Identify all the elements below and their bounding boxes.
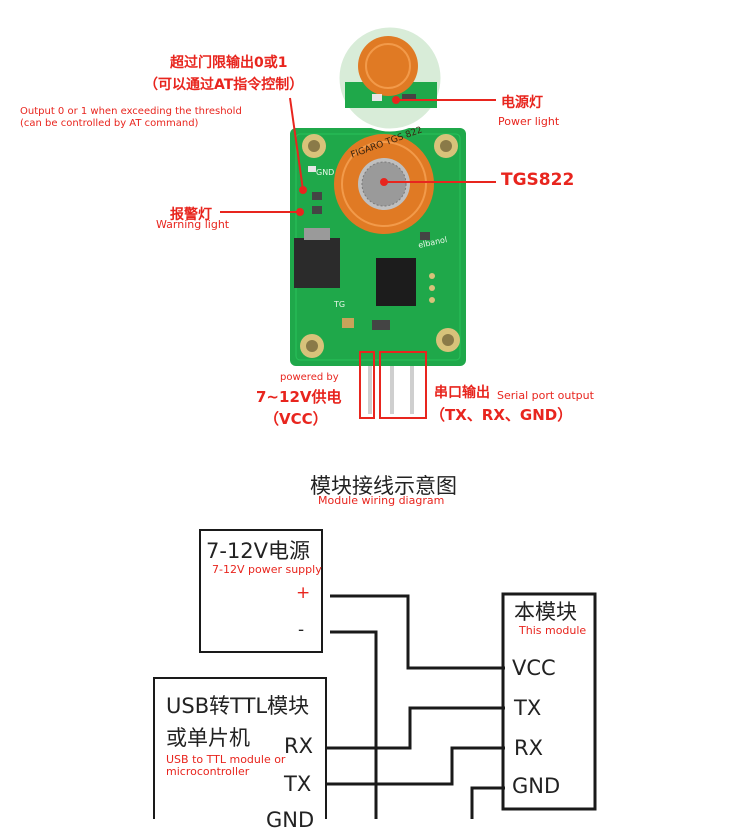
powered-by-en: powered by [280, 372, 339, 383]
diagram-title-cn: 模块接线示意图 [310, 474, 457, 498]
module-box-cn: 本模块 [514, 600, 577, 624]
wire-tx-module [326, 706, 505, 750]
diagram-title-en: Module wiring diagram [318, 494, 445, 507]
supply-cn: 7~12V供电 [256, 388, 342, 406]
usb-pin-gnd: GND [266, 808, 315, 832]
power-supply-box [199, 529, 323, 653]
board-gnd-mark: GND [316, 168, 335, 177]
power-plus: + [296, 583, 311, 603]
threshold-label-cn-sub: （可以通过AT指令控制） [144, 77, 304, 93]
power-light-en: Power light [498, 115, 560, 128]
usb-box-en-sub: microcontroller [166, 765, 250, 778]
usb-box-cn: USB转TTL模块 [166, 694, 310, 718]
threshold-label-en: Output 0 or 1 when exceeding the thresho… [20, 106, 242, 117]
threshold-label-cn: 超过门限输出0或1 [170, 55, 288, 71]
zoom-inset [336, 24, 444, 132]
supply-vcc: （VCC） [264, 410, 328, 428]
module-pin-vcc: VCC [512, 656, 556, 680]
serial-cn: 串口输出 [434, 385, 490, 401]
power-minus: - [298, 620, 305, 640]
module-pin-rx: RX [514, 736, 543, 760]
annotation-lines [220, 96, 496, 419]
wiring-diagram [153, 529, 597, 819]
power-light-cn: 电源灯 [501, 95, 543, 111]
warning-light-cn: 报警灯 [170, 207, 212, 223]
wire-gnd-module [470, 786, 505, 819]
usb-ttl-box [153, 677, 327, 819]
threshold-label-en-sub: (can be controlled by AT command) [20, 118, 199, 129]
serial-en: Serial port output [497, 389, 594, 402]
module-pin-tx: TX [514, 696, 542, 720]
usb-box-en: USB to TTL module or [166, 753, 286, 766]
wire-gnd-power [330, 630, 378, 819]
power-box-cn: 7-12V电源 [206, 539, 311, 563]
module-box-en: This module [519, 624, 587, 637]
sensor-label: TGS822 [501, 170, 575, 190]
usb-box-cn-sub: 或单片机 [166, 726, 250, 750]
power-box-en: 7-12V power supply [212, 563, 322, 576]
wire-vcc [330, 594, 505, 670]
serial-pins: （TX、RX、GND） [430, 406, 573, 424]
module-pin-gnd: GND [512, 774, 561, 798]
usb-pin-rx: RX [284, 734, 313, 758]
module-box [501, 592, 597, 811]
warning-light-en: Warning light [156, 218, 230, 231]
wire-rx-module [326, 746, 505, 786]
usb-pin-tx: TX [284, 772, 312, 796]
board-tg-mark: TG [334, 300, 346, 309]
